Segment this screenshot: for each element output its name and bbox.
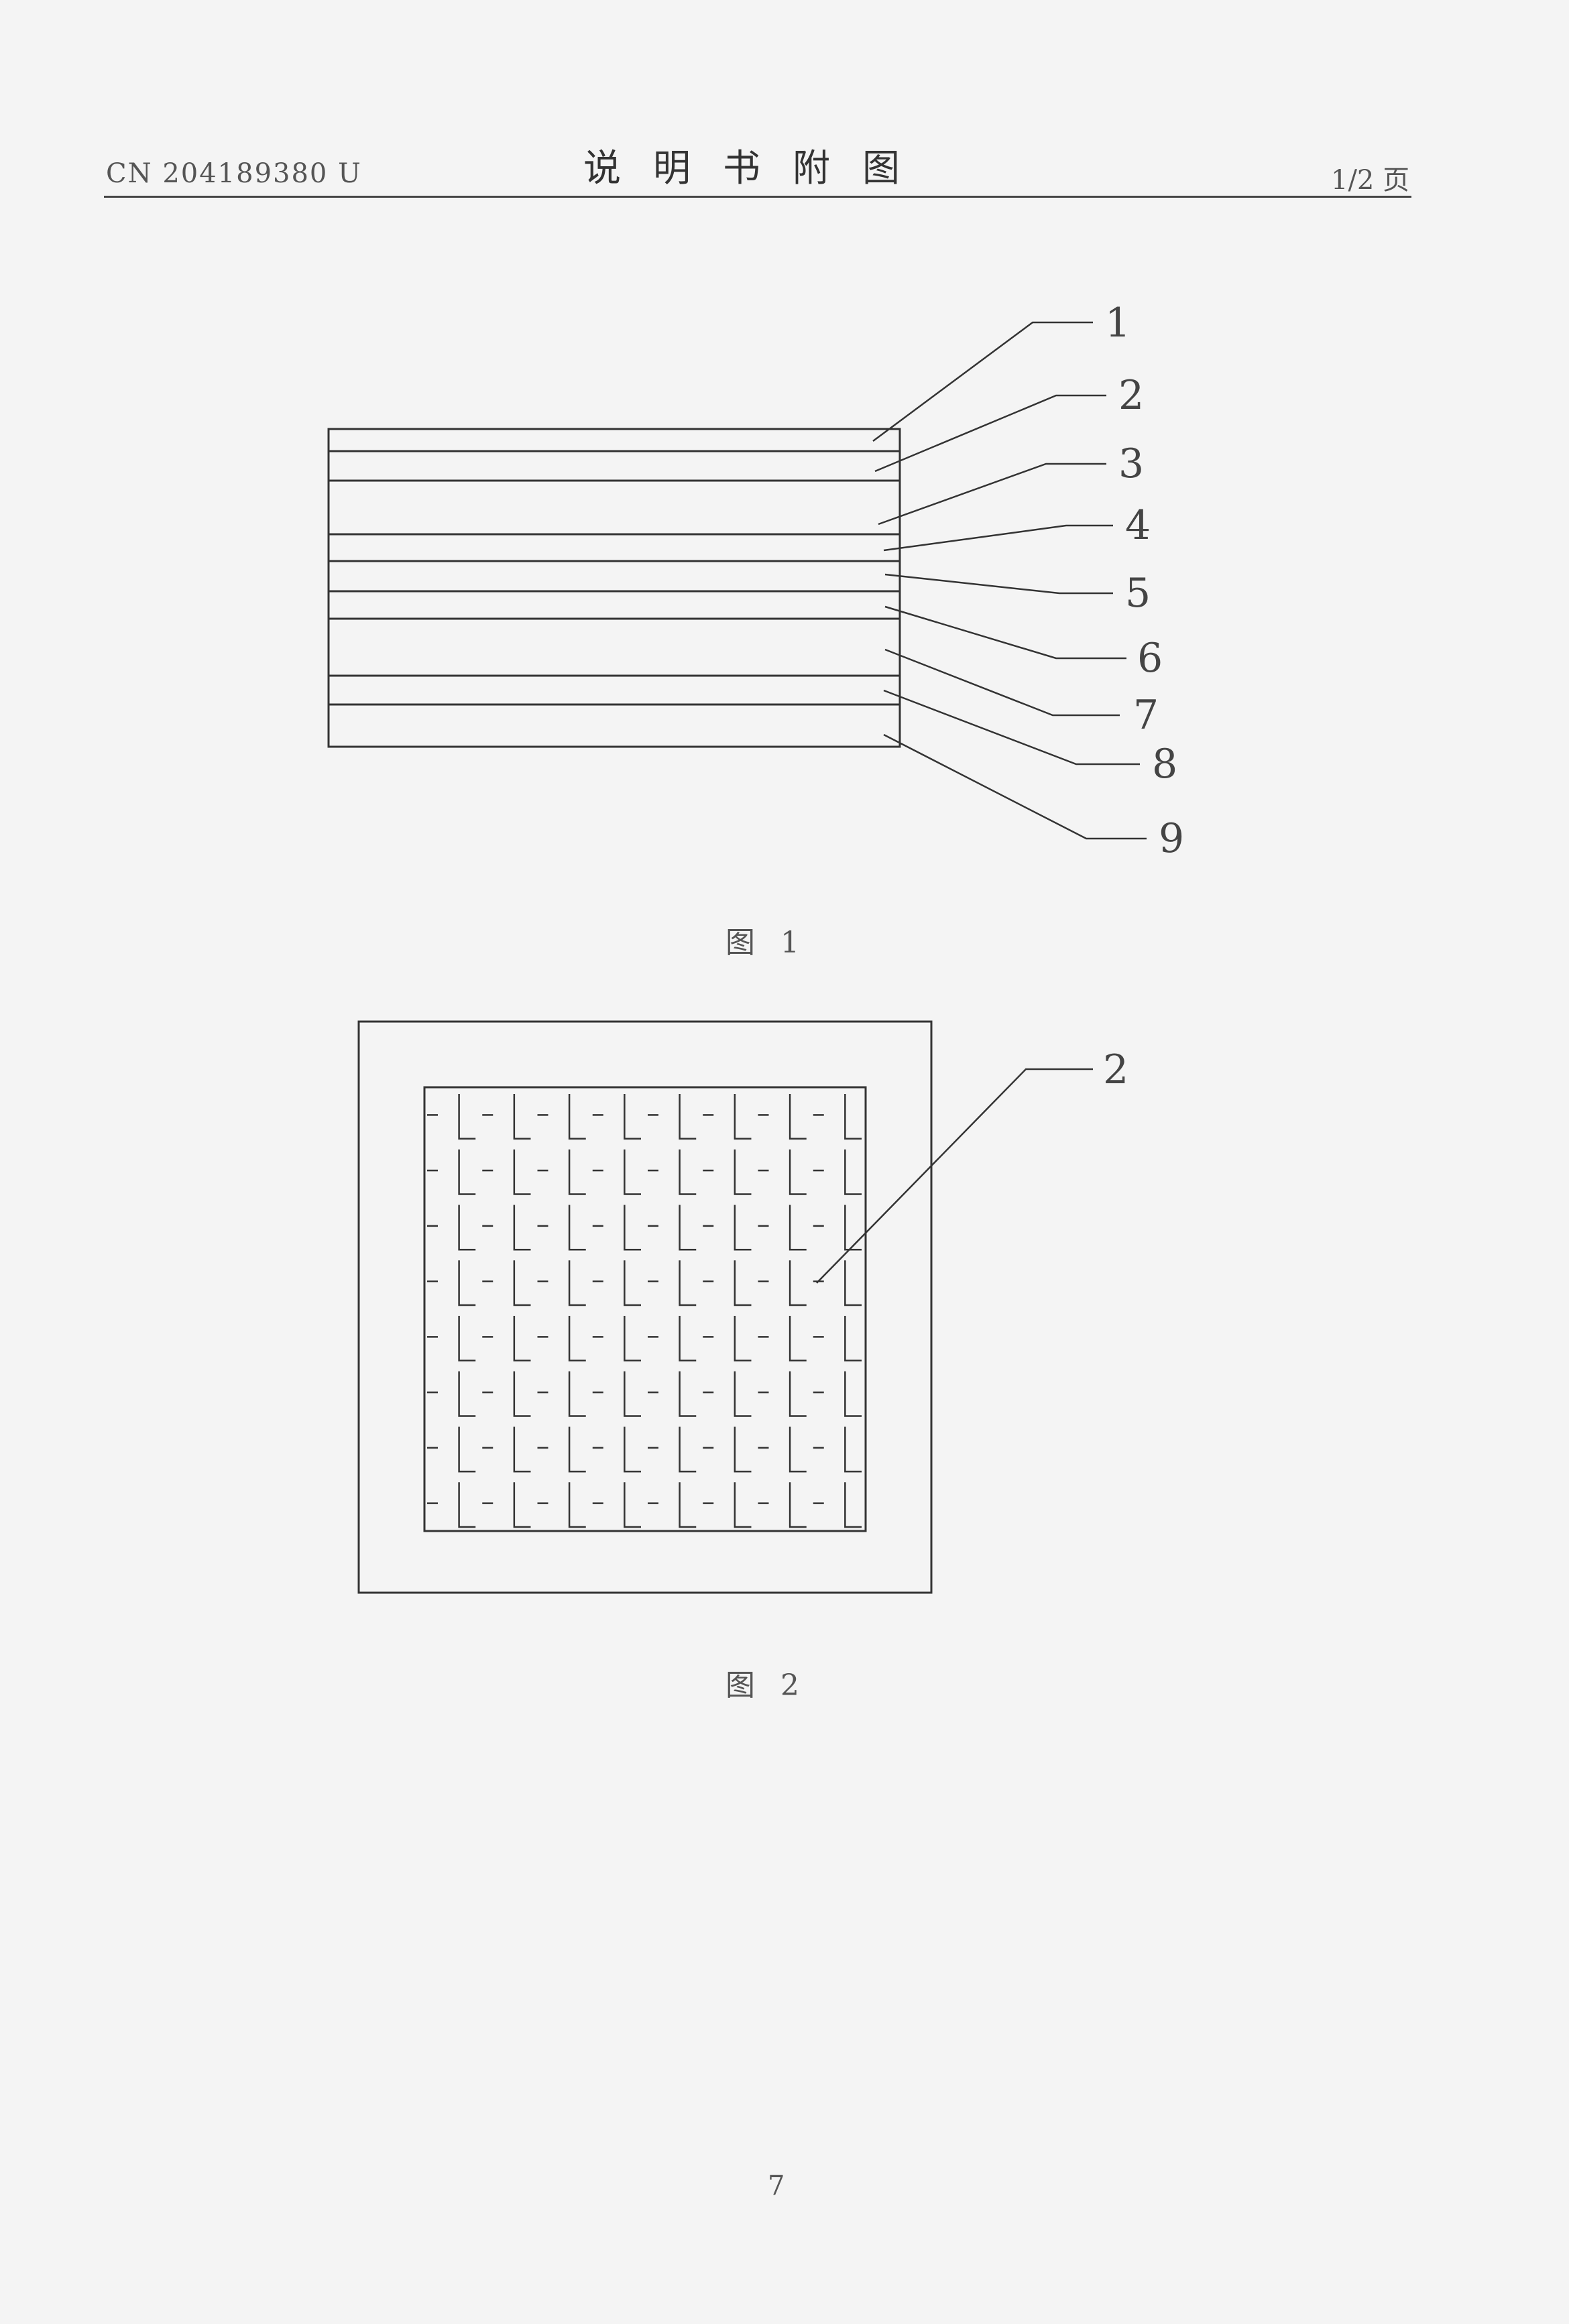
leader-line-1 <box>872 321 1093 442</box>
page-number: 7 <box>768 2170 785 2201</box>
grid-cell-line <box>679 1316 697 1361</box>
grid-cell-line <box>789 1316 807 1361</box>
grid-cell-line <box>844 1260 862 1306</box>
grid-cell-line <box>513 1260 531 1306</box>
grid-cell-line <box>458 1482 476 1528</box>
layer-stack-outline <box>327 428 901 748</box>
leader-line-2 <box>874 394 1106 473</box>
grid-cell-line <box>513 1205 531 1251</box>
reference-label-4: 4 <box>1125 502 1151 549</box>
inner-frame <box>423 1086 867 1532</box>
grid-cell-line <box>513 1482 531 1528</box>
grid-cell-line <box>844 1205 862 1251</box>
grid-cell-line <box>624 1316 641 1361</box>
reference-label-8: 8 <box>1152 741 1177 788</box>
grid-cell-line <box>789 1482 807 1528</box>
reference-label-2: 2 <box>1103 1046 1128 1093</box>
grid-cell-line <box>844 1482 862 1528</box>
grid-cell-line <box>568 1426 586 1473</box>
grid-cell-line <box>734 1260 752 1306</box>
grid-cell-line <box>734 1205 752 1251</box>
reference-label-7: 7 <box>1133 692 1159 739</box>
reference-label-1: 1 <box>1105 300 1130 347</box>
reference-label-9: 9 <box>1159 815 1184 862</box>
grid-cell-line <box>734 1316 752 1361</box>
grid-cell-line <box>679 1205 697 1251</box>
grid-cell-line <box>789 1149 807 1195</box>
grid-cell-line <box>789 1426 807 1473</box>
page-title: 说明书附图 <box>583 147 932 190</box>
leader-line-9 <box>883 733 1147 840</box>
grid-cell-line <box>513 1426 531 1473</box>
grid-cell-line <box>458 1205 476 1251</box>
reference-label-2: 2 <box>1118 372 1144 419</box>
leader-line-5 <box>884 573 1113 595</box>
grid-cell-line <box>789 1205 807 1251</box>
grid-cell-line <box>568 1316 586 1361</box>
grid-cell-line <box>624 1371 641 1417</box>
grid-cell-line <box>458 1426 476 1473</box>
grid-cell-line <box>734 1482 752 1528</box>
reference-label-6: 6 <box>1137 635 1163 682</box>
grid-cell-line <box>844 1371 862 1417</box>
publication-number: CN 204189380 U <box>106 158 362 189</box>
grid-cell-line <box>513 1371 531 1417</box>
figure-2-grid-diagram: 2 <box>357 1020 1128 1594</box>
grid-cell-line <box>679 1260 697 1306</box>
grid-cell-line <box>568 1205 586 1251</box>
grid-cell-line <box>679 1094 697 1140</box>
grid-cell-line <box>624 1426 641 1473</box>
grid-cell-line <box>513 1149 531 1195</box>
figure-1-layer-diagram: 1 2 3 4 5 6 7 8 9 <box>327 300 1184 862</box>
grid-cell-line <box>568 1482 586 1528</box>
grid-cell-line <box>568 1149 586 1195</box>
page-indicator: 1/2 页 <box>1331 165 1410 196</box>
grid-cell-line <box>624 1482 641 1528</box>
grid-cell-line <box>679 1371 697 1417</box>
grid-cell-line <box>458 1260 476 1306</box>
outer-frame <box>357 1020 933 1594</box>
grid-cell-line <box>458 1149 476 1195</box>
grid-cell-line <box>624 1149 641 1195</box>
grid-cell-line <box>458 1371 476 1417</box>
header-rule <box>104 196 1411 198</box>
leader-line-6 <box>884 605 1126 660</box>
grid-cell-line <box>624 1260 641 1306</box>
grid-cell-line <box>568 1260 586 1306</box>
grid-cell-line <box>734 1426 752 1473</box>
figure-2-caption: 图 2 <box>725 1668 807 1703</box>
leader-line-3 <box>878 463 1106 526</box>
grid-cell-line <box>844 1094 862 1140</box>
grid-cell-line <box>844 1316 862 1361</box>
grid-cell-line <box>734 1149 752 1195</box>
grid-cell-line <box>568 1371 586 1417</box>
grid-cell-line <box>679 1482 697 1528</box>
grid-cell-line <box>568 1094 586 1140</box>
grid-cell-line <box>679 1426 697 1473</box>
grid-cell-line <box>513 1316 531 1361</box>
leader-line-2 <box>816 1068 1093 1284</box>
grid-cell-line <box>624 1205 641 1251</box>
reference-label-3: 3 <box>1118 440 1144 487</box>
leader-line-4 <box>883 524 1113 552</box>
grid-cell-line <box>624 1094 641 1140</box>
grid-cell-line <box>789 1371 807 1417</box>
grid-cell-line <box>513 1094 531 1140</box>
grid-cell-line <box>679 1149 697 1195</box>
grid-cell-line <box>734 1094 752 1140</box>
grid-cell-line <box>458 1316 476 1361</box>
leader-line-8 <box>883 689 1140 766</box>
reference-label-5: 5 <box>1125 570 1151 617</box>
figure-1-caption: 图 1 <box>725 926 807 960</box>
grid-cell-line <box>734 1371 752 1417</box>
grid-cell-line <box>789 1094 807 1140</box>
grid-cell-line <box>844 1149 862 1195</box>
grid-cell-line <box>844 1426 862 1473</box>
grid-cell-line <box>789 1260 807 1306</box>
grid-cell-line <box>458 1094 476 1140</box>
leader-line-7 <box>884 648 1120 717</box>
